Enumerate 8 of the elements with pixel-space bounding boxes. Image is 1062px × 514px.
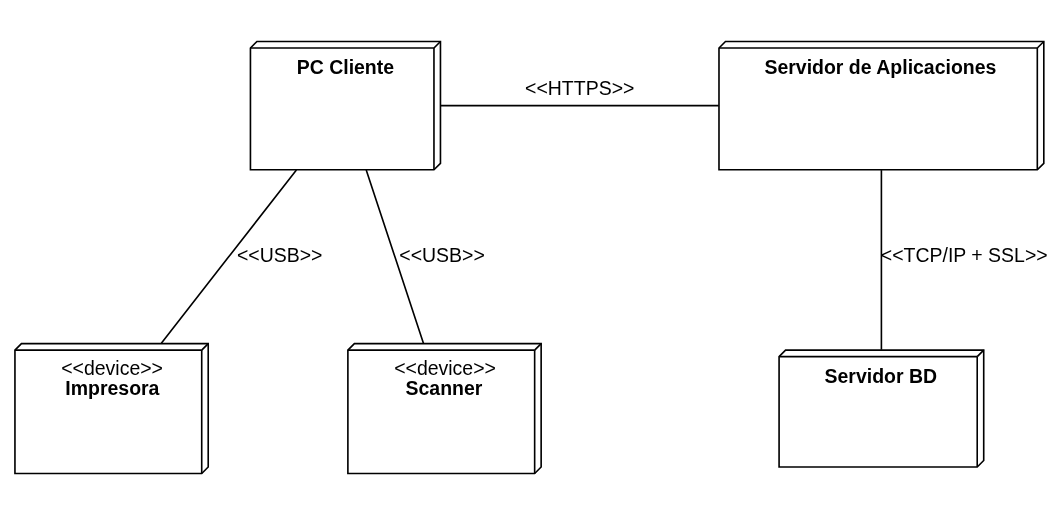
connector	[160, 168, 298, 344]
edge-label: <<USB>>	[236, 243, 323, 266]
edge-label: <<USB>>	[399, 243, 485, 266]
connector	[880, 168, 883, 351]
connector	[439, 104, 720, 106]
edge-label: <<TCP/IP + SSL>>	[880, 243, 1048, 266]
connector	[365, 168, 425, 344]
edge-label: <<HTTPS>>	[525, 76, 635, 99]
